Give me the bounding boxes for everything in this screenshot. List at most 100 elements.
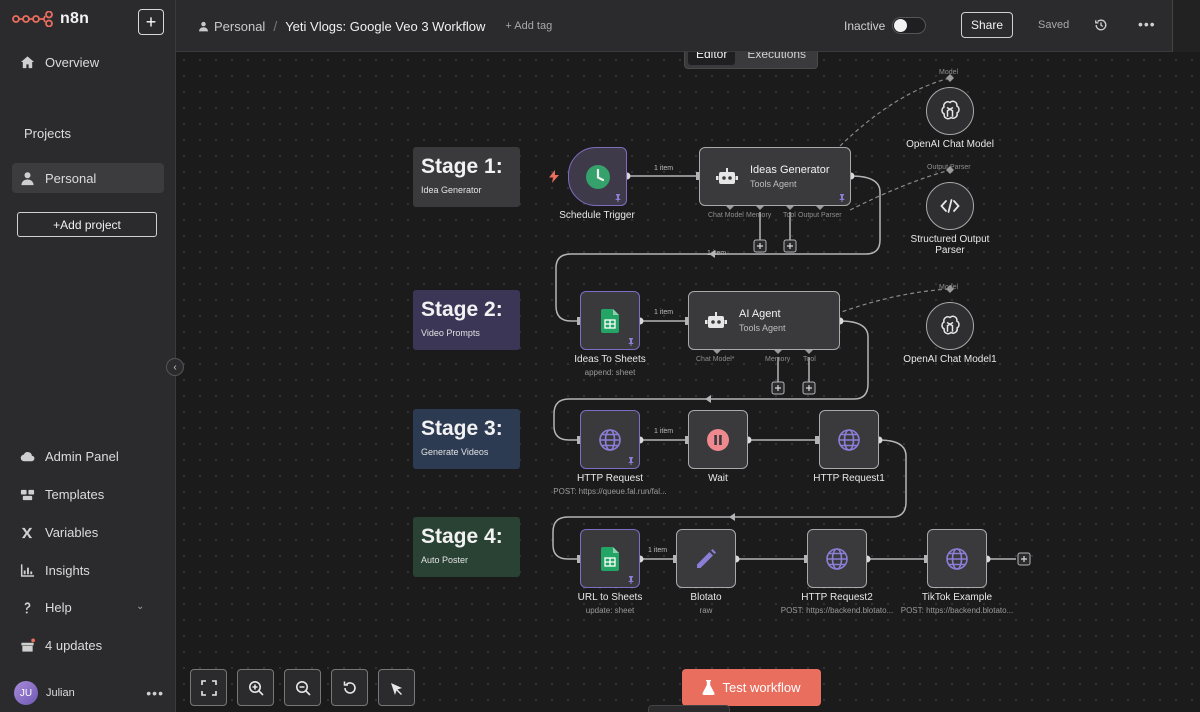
share-button[interactable]: Share [961,12,1013,38]
active-status-label: Inactive [844,19,886,33]
sidebar-item-templates[interactable]: Templates [12,479,164,509]
port-label-tool: Tool [803,356,816,363]
node-subtitle: Tools Agent [750,179,797,189]
logo[interactable]: n8n [12,10,89,28]
google-sheets-icon [601,546,619,571]
connection-label: 1 item [654,165,674,172]
port-label-chat-model: Chat Model [708,212,744,219]
node-ideas-to-sheets[interactable] [580,291,640,350]
node-sublabel: append: sheet [584,368,636,377]
sticky-stage-4[interactable]: Stage 4: Auto Poster [413,517,520,577]
node-schedule-trigger[interactable] [568,147,627,206]
tidy-up-button[interactable] [378,669,415,706]
node-sublabel: POST: https://backend.blotato... [900,606,1014,615]
pin-icon [839,194,845,202]
connections-layer [552,74,1031,566]
sticky-subtitle: Idea Generator [421,185,482,195]
sticky-title: Stage 3: [421,417,503,440]
node-title: AI Agent [739,308,781,320]
mode-tabs: Editor Executions [684,52,818,69]
sidebar-item-personal[interactable]: Personal [12,163,164,193]
create-button[interactable]: + [138,9,164,35]
sticky-title: Stage 4: [421,525,503,548]
zoom-to-fit-button[interactable] [190,669,227,706]
magic-wand-icon [390,682,402,695]
history-icon[interactable] [1094,18,1108,32]
user-profile[interactable]: JU Julian ••• [14,681,164,705]
user-icon [199,21,208,31]
connection-label: 1 item [654,428,674,435]
sticky-title: Stage 1: [421,155,503,178]
node-ai-agent[interactable]: AI Agent Tools Agent [688,291,840,350]
templates-icon [20,489,35,500]
port-label-output-parser: Output Parser [927,164,971,171]
workflow-header: Personal / Yeti Vlogs: Google Veo 3 Work… [176,0,1200,52]
test-workflow-label: Test workflow [722,680,801,695]
node-wait[interactable] [688,410,748,469]
node-label: TikTok Example [921,592,993,603]
sidebar-item-updates[interactable]: 4 updates [12,630,164,660]
node-url-to-sheets[interactable] [580,529,640,588]
node-openai-chat-model1[interactable] [926,302,974,350]
more-horizontal-icon[interactable]: ••• [146,685,164,701]
tab-executions[interactable]: Executions [747,52,807,61]
node-ideas-generator[interactable]: Ideas Generator Tools Agent [699,147,851,206]
sticky-stage-2[interactable]: Stage 2: Video Prompts [413,290,520,350]
zoom-in-button[interactable] [237,669,274,706]
sticky-subtitle: Video Prompts [421,328,480,338]
node-http-request2[interactable] [807,529,867,588]
sidebar-item-variables[interactable]: Variables [12,517,164,547]
active-toggle[interactable] [892,17,926,34]
trigger-bolt-icon [549,170,559,188]
node-http-request1[interactable] [819,410,879,469]
zoom-out-icon [295,680,311,696]
sidebar-item-admin-panel[interactable]: Admin Panel [12,441,164,471]
collapse-sidebar-button[interactable]: ‹ [166,358,184,376]
sticky-stage-1[interactable]: Stage 1: Idea Generator [413,147,520,207]
test-workflow-button[interactable]: Test workflow [682,669,821,706]
avatar: JU [14,681,38,705]
sticky-stage-3[interactable]: Stage 3: Generate Videos [413,409,520,469]
home-icon [20,55,35,68]
sidebar-item-insights[interactable]: Insights [12,555,164,585]
pause-icon [707,428,729,451]
workflow-title[interactable]: Yeti Vlogs: Google Veo 3 Workflow [285,18,486,34]
breadcrumb-separator: / [273,18,278,34]
sidebar-item-help[interactable]: Help [12,592,164,622]
port-label-output-parser: Output Parser [798,212,842,219]
tab-editor[interactable]: Editor [688,52,736,65]
node-structured-output-parser[interactable] [926,182,974,230]
clock-icon [585,164,610,189]
projects-heading: Projects [24,126,71,141]
zoom-out-button[interactable] [284,669,321,706]
node-http-request[interactable] [580,410,640,469]
more-horizontal-icon[interactable]: ••• [1138,16,1156,32]
logo-text: n8n [60,10,90,27]
add-tag-button[interactable]: + Add tag [505,20,553,32]
reset-zoom-button[interactable] [331,669,368,706]
connection-label: 1 item [654,309,674,316]
canvas-controls [190,669,415,706]
node-tiktok-example[interactable] [927,529,987,588]
node-blotato[interactable] [676,529,736,588]
pin-icon [628,338,634,346]
port-label-model: Model [939,69,959,76]
code-icon [940,199,960,213]
user-name: Julian [46,687,75,699]
node-openai-chat-model[interactable] [926,87,974,135]
sidebar-item-label: Personal [45,170,97,186]
workflow-canvas[interactable]: Editor Executions [176,52,1200,712]
chevron-down-icon[interactable]: ⌄ [136,601,145,612]
add-project-button[interactable]: +Add project [17,212,157,237]
sticky-subtitle: Auto Poster [421,555,469,565]
breadcrumb-project[interactable]: Personal [198,19,265,34]
node-label: Structured Output Parser [910,234,990,256]
node-sublabel: POST: https://backend.blotato... [780,606,894,615]
sidebar-item-overview[interactable]: Overview [12,47,164,77]
logs-panel-handle[interactable] [648,705,730,712]
toggle-knob [894,19,907,32]
robot-icon [716,167,738,184]
user-icon [21,171,34,185]
plus-icon: + [145,11,157,32]
